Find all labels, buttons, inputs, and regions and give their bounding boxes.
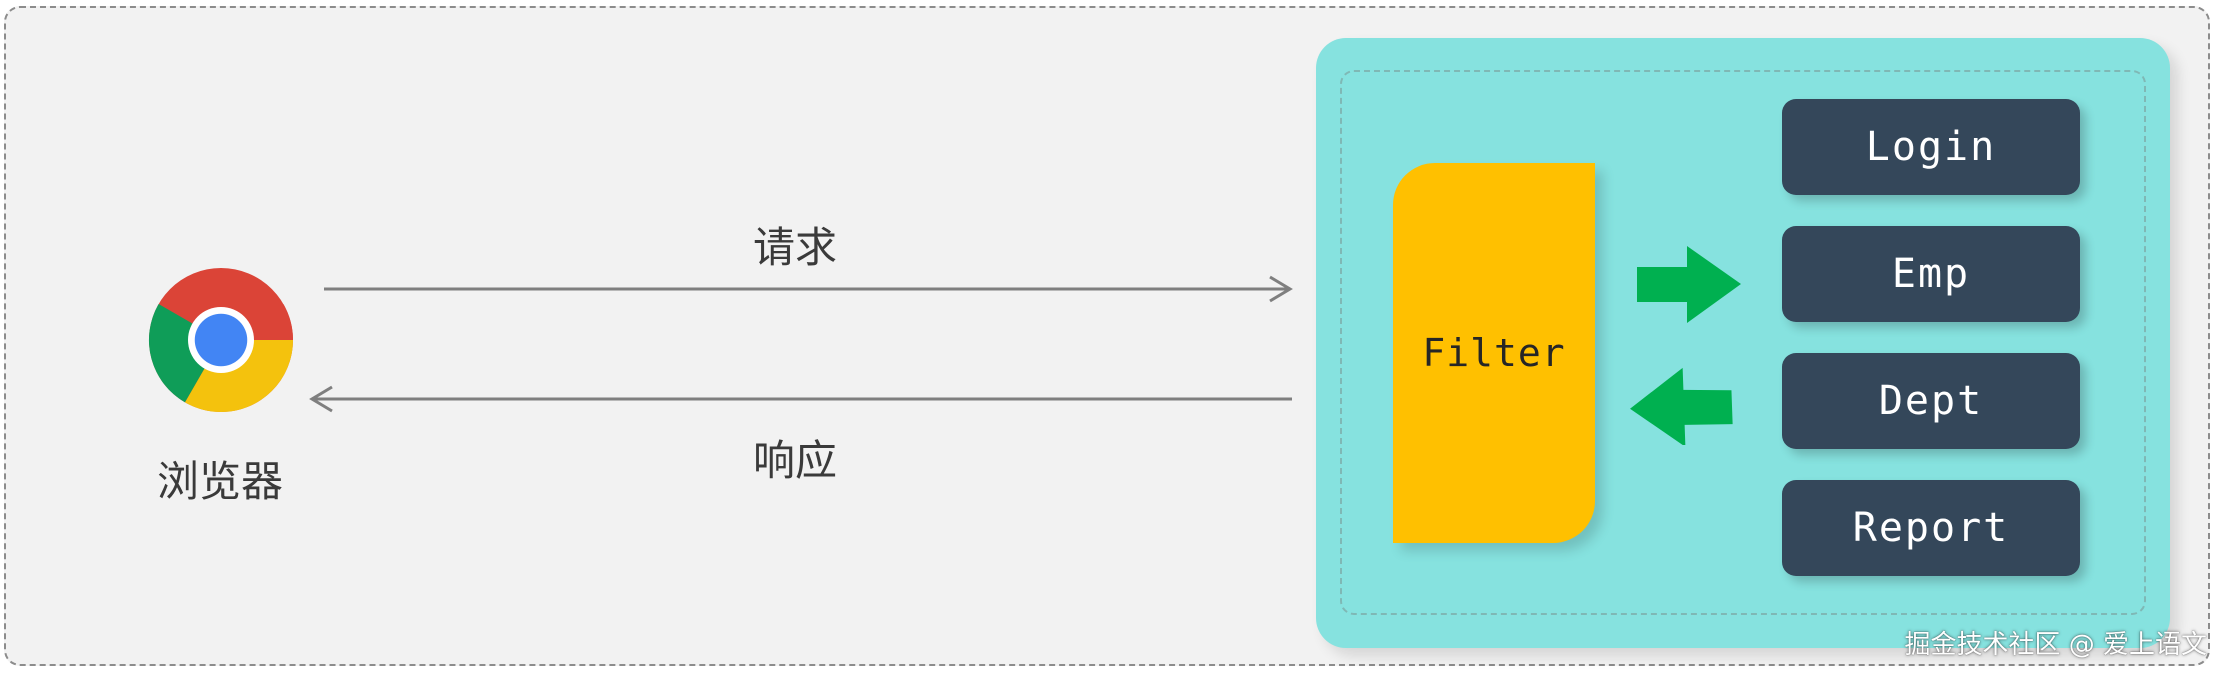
filter-block: Filter: [1393, 163, 1595, 543]
filter-arrows: [1630, 246, 1741, 445]
chrome-icon: [148, 268, 294, 413]
resource-label: Report: [1852, 505, 2010, 551]
watermark: 掘金技术社区 @ 爱上语文: [1904, 630, 2207, 660]
resource-label: Dept: [1878, 378, 1984, 424]
response-arrowhead: [309, 385, 333, 413]
request-arrowhead: [1269, 275, 1293, 303]
response-label: 响应: [752, 436, 837, 485]
resource-label: Emp: [1891, 251, 1971, 297]
resource-login: Login: [1782, 99, 2080, 195]
resource-emp: Emp: [1782, 226, 2080, 322]
flow-arrows: [309, 275, 1293, 413]
filter-label: Filter: [1422, 331, 1566, 375]
back-arrow-icon: [1630, 367, 1733, 445]
request-label: 请求: [752, 223, 837, 272]
resource-dept: Dept: [1782, 353, 2080, 449]
forward-arrow-icon: [1637, 246, 1741, 323]
resource-report: Report: [1782, 480, 2080, 576]
resource-label: Login: [1865, 124, 1997, 170]
server-inner-border: [1340, 70, 2146, 615]
browser-label: 浏览器: [156, 457, 283, 506]
